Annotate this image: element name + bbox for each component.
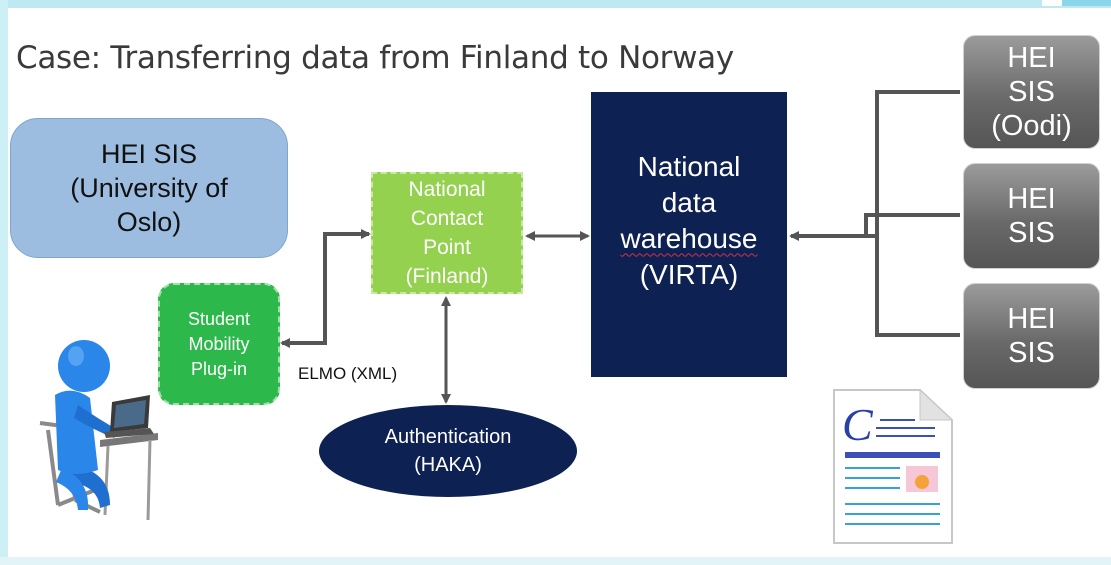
node-label-line: Student xyxy=(187,308,251,329)
node-label-line: (Finland) xyxy=(405,265,489,288)
node-label-line: Point xyxy=(423,236,471,259)
hei-sis-node-2: HEI SIS xyxy=(963,163,1100,269)
student-mobility-plugin-node: Student Mobility Plug-in xyxy=(158,283,280,405)
node-label-line: HEI xyxy=(1007,42,1056,74)
node-label-line: HEI xyxy=(1007,183,1056,215)
connector-hei-middle xyxy=(864,213,960,236)
frame-top-border xyxy=(0,0,1111,8)
node-label-line: SIS xyxy=(1008,76,1055,108)
frame-left-border xyxy=(0,0,8,565)
hei-sis-oslo-node: HEI SIS (University of Oslo) xyxy=(10,118,288,258)
node-label-line: Mobility xyxy=(188,333,250,354)
node-label-line: HEI xyxy=(1007,303,1056,335)
node-label-line: (VIRTA) xyxy=(639,258,739,290)
svg-text:C: C xyxy=(842,399,874,450)
authentication-haka-node: Authentication (HAKA) xyxy=(319,405,577,497)
node-label-line: SIS xyxy=(1008,217,1055,249)
node-label-line: Plug-in xyxy=(190,358,248,379)
node-label-line: warehouse xyxy=(620,222,758,254)
connector-plugin-ncp xyxy=(280,229,371,348)
elmo-xml-label: ELMO (XML) xyxy=(298,364,398,383)
hei-sis-oodi-node: HEI SIS (Oodi) xyxy=(963,35,1100,149)
node-label-line: data xyxy=(661,186,717,218)
node-label-line: Contact xyxy=(410,207,484,230)
node-label-line: (University of xyxy=(70,173,228,203)
slide-title: Case: Transferring data from Finland to … xyxy=(16,40,734,76)
node-label-line: HEI SIS xyxy=(100,139,198,169)
node-label-line: Oslo) xyxy=(116,207,182,237)
national-data-warehouse-node: National data warehouse (VIRTA) xyxy=(591,92,787,377)
node-label-line: Authentication xyxy=(384,426,512,448)
node-label-line: National xyxy=(408,178,486,201)
node-label-line: SIS xyxy=(1008,337,1055,369)
node-label-line: National xyxy=(637,150,741,182)
node-label-line: (HAKA) xyxy=(414,454,482,476)
hei-sis-node-3: HEI SIS xyxy=(963,283,1100,389)
frame-bottom-border xyxy=(0,557,1111,565)
node-label-line: (Oodi) xyxy=(991,110,1072,142)
corner-tab xyxy=(1062,0,1111,6)
national-contact-point-node: National Contact Point (Finland) xyxy=(371,172,523,294)
